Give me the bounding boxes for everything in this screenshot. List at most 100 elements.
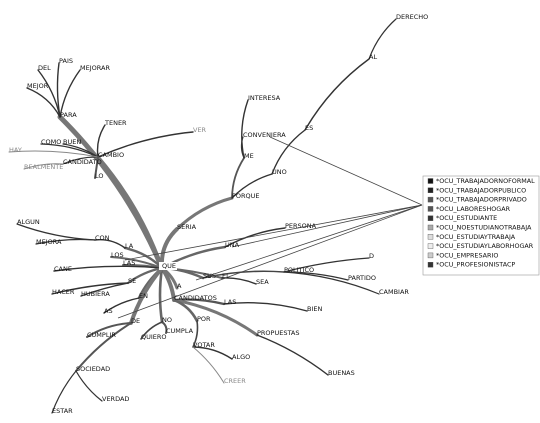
legend-label: *OCU_EMPRESARIO	[436, 251, 498, 259]
word-el: EL	[222, 272, 230, 280]
word-es: ES	[305, 124, 313, 132]
edge-cambio-como	[40, 143, 99, 158]
word-partido: PARTIDO	[348, 274, 376, 282]
word-del: DEL	[38, 64, 51, 72]
legend-label: *OCU_LABORESHOGAR	[436, 205, 511, 213]
word-as: AS	[104, 307, 113, 315]
edge-seria-porque	[175, 196, 234, 231]
edge-cambio-tener	[96, 124, 106, 158]
edge-las-bien	[223, 302, 308, 312]
edge-me-conveniera	[240, 136, 245, 159]
edge-candidatos-por	[172, 298, 199, 323]
word-quiero: QUIERO	[141, 333, 167, 341]
legend-label: *OCU_ESTUDIAYTRABAJA	[436, 233, 516, 241]
edge-lo-cambio	[94, 156, 99, 179]
edge-para-del	[37, 69, 61, 118]
word-sus: SUS	[203, 272, 216, 280]
legend-swatch	[427, 243, 434, 249]
edge-uno-es	[271, 129, 306, 175]
word-cumplir: CUMPLIR	[87, 331, 116, 339]
word-hacer: HACER	[52, 288, 75, 296]
edge-politico-d	[283, 257, 370, 273]
edge-por-votar	[192, 320, 199, 348]
edge-de-sociedad	[75, 322, 132, 372]
legend-box	[422, 175, 540, 276]
legend-swatch	[427, 196, 434, 203]
legend-label: *OCU_ESTUDIANTE	[436, 214, 497, 222]
word-verdad: VERDAD	[102, 395, 129, 403]
word-cane: CANE	[54, 265, 72, 273]
legend-swatch	[427, 187, 434, 194]
edge-candidato-realmente	[23, 163, 64, 170]
edge-al-derecho	[368, 18, 397, 60]
edges-layer	[8, 18, 423, 414]
edge-para-mejorar	[59, 69, 81, 118]
word-para: PARA	[60, 111, 77, 119]
edge-se-hacer	[51, 282, 129, 295]
word-hay: HAY	[9, 146, 22, 154]
legend-label: *OCU_ESTUDIAYLABORHOGAR	[436, 242, 534, 250]
edge-para-mejor	[26, 87, 61, 118]
word-candidato: CANDIDATO	[63, 158, 102, 166]
word-cambiar: CAMBIAR	[379, 288, 409, 296]
edge-una-persona	[224, 227, 286, 248]
word-bien: BIEN	[307, 305, 322, 313]
edge-candidatos-propuestas	[172, 298, 259, 337]
legend-label: *OCU_TRABAJADORPRIVADO	[436, 196, 527, 204]
word-no: NO	[162, 316, 172, 324]
edge-sociedad-verdad	[75, 370, 103, 402]
word-como: COMO	[41, 138, 61, 146]
edge-que-cane	[53, 265, 163, 272]
center-word-background	[159, 262, 177, 270]
edge-para-pais	[56, 62, 61, 118]
word-ver: VER	[193, 126, 207, 134]
edge-no-cumpla	[161, 321, 168, 334]
word-una: UNA	[225, 241, 240, 249]
word-estar: ESTAR	[52, 407, 73, 415]
word-al: AL	[369, 53, 377, 61]
word-se: SE	[128, 277, 136, 285]
word-que: QUE	[162, 262, 176, 270]
edge-votar-creer	[192, 346, 225, 384]
word-sociedad: SOCIEDAD	[76, 365, 110, 373]
word-uno: UNO	[272, 168, 287, 176]
word-persona: PERSONA	[285, 222, 317, 230]
edge-cambio-hay	[8, 150, 99, 158]
legend-link-2	[195, 204, 423, 281]
word-cambio: CAMBIO	[98, 151, 124, 159]
legend-link-0	[269, 136, 423, 206]
edge-propuestas-buenas	[256, 334, 329, 376]
edge-cambio-candidato	[62, 156, 99, 165]
edge-votar-algo	[192, 346, 233, 360]
word-mejora: MEJORA	[36, 238, 62, 246]
word-creer: CREER	[224, 377, 246, 385]
legend-link-3	[124, 204, 423, 261]
edge-porque-me	[231, 157, 245, 199]
legend: *OCU_TRABAJADORNOFORMAL*OCU_TRABAJADORPU…	[422, 175, 540, 276]
legend-swatch	[427, 224, 434, 231]
edge-sus-politico	[202, 270, 285, 279]
word-buenas: BUENAS	[328, 369, 355, 377]
legend-label: *OCU_TRABAJADORNOFORMAL	[436, 177, 535, 185]
word-lo: LO	[95, 172, 104, 180]
edge-que-cambio	[96, 155, 164, 270]
legend-link-4	[117, 204, 423, 319]
word-porque: PORQUE	[232, 192, 260, 200]
word-tener: TENER	[104, 119, 127, 127]
word-buen: BUEN	[63, 138, 81, 146]
word-hubiera: HUBIERA	[81, 290, 110, 298]
edge-con-algun	[16, 223, 96, 241]
word-candidatos: CANDIDATOS	[174, 294, 217, 302]
word-sea: SEA	[256, 278, 269, 286]
word-la: LA	[125, 242, 134, 250]
edge-porque-uno	[231, 173, 273, 199]
word-votar: VOTAR	[193, 341, 215, 349]
word-con: CON	[95, 234, 110, 242]
legend-swatch	[427, 252, 434, 259]
word-a: A	[177, 282, 182, 290]
word-pais: PAIS	[59, 57, 73, 65]
word-propuestas: PROPUESTAS	[257, 329, 300, 337]
word-me: ME	[244, 152, 254, 160]
